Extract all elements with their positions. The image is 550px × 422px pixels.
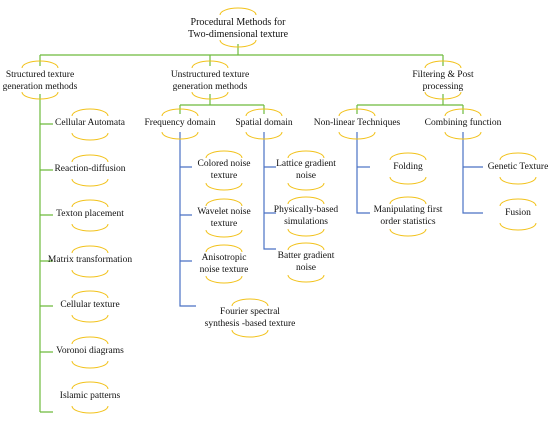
combining-spine <box>462 132 483 214</box>
unstructured-node: Unstructured texture generation methods <box>171 70 249 93</box>
leaf-line2: simulations <box>284 216 328 227</box>
arc <box>389 152 427 185</box>
arc <box>161 131 199 140</box>
spatial-domain-node: Spatial domain <box>235 118 293 128</box>
arc <box>424 60 462 69</box>
spatial-leaf: Physically-based simulations <box>274 205 338 228</box>
structured-leaf: Islamic patterns <box>59 391 121 401</box>
structured-leaf: Reaction-diffusion <box>54 164 126 174</box>
arc <box>71 381 109 414</box>
leaf-line2: noise <box>295 170 317 181</box>
structured-leaf: Matrix transformation <box>47 255 133 265</box>
arc <box>191 60 229 69</box>
unstructured-line1: Unstructured texture <box>170 70 250 80</box>
frequency-leaf: Anisotropic noise texture <box>200 253 249 276</box>
nonlinear-spine <box>356 132 370 214</box>
structured-line1: Structured texture <box>5 70 75 80</box>
arc <box>499 198 537 231</box>
leaf-line1: Physically-based <box>273 205 339 215</box>
arc <box>338 108 376 117</box>
leaf-line2: noise texture <box>199 264 249 275</box>
structured-node: Structured texture generation methods <box>3 70 78 93</box>
arc <box>245 131 283 140</box>
arc <box>205 150 243 191</box>
leaf-line1: Fourier spectral <box>220 307 280 317</box>
arc <box>71 290 109 323</box>
arc <box>444 131 482 140</box>
arc <box>71 336 109 369</box>
structured-line2: generation methods <box>2 81 78 92</box>
filtering-node: Filtering & Post processing <box>412 70 473 93</box>
arc <box>219 39 257 48</box>
arc <box>231 298 269 338</box>
structured-leaf: Cellular Automata <box>55 118 125 128</box>
leaf-line1: Manipulating first <box>373 205 443 215</box>
arc <box>338 131 376 140</box>
frequency-ticks <box>180 166 192 262</box>
structured-leaf: Voronoi diagrams <box>56 346 124 356</box>
arc <box>71 154 109 187</box>
arc <box>287 242 325 283</box>
arc <box>71 245 109 278</box>
leaf-line2: texture <box>210 218 238 229</box>
frequency-leaf: Wavelet noise texture <box>197 207 250 230</box>
arc <box>287 196 325 237</box>
leaf-line1: Colored noise <box>197 159 251 169</box>
leaf-line1: Anisotropic <box>201 253 247 263</box>
arc <box>205 244 243 284</box>
leaf-line2: order statistics <box>380 216 436 227</box>
arc <box>287 150 325 191</box>
nonlinear-leaf: Folding <box>393 162 423 174</box>
frequency-domain-node: Frequency domain <box>144 118 216 128</box>
root-line1: Procedural Methods for <box>190 17 286 28</box>
nonlinear-techniques-node: Non-linear Techniques <box>313 118 401 128</box>
structured-ticks <box>40 123 53 413</box>
filtering-line1: Filtering & Post <box>412 70 474 80</box>
leaf-line2: texture <box>210 170 238 181</box>
spatial-ticks <box>264 166 276 214</box>
unstructured-sub-ticks <box>179 105 265 114</box>
combining-leaf: Genetic Texture <box>487 162 549 172</box>
arc <box>21 91 59 100</box>
root-node: Procedural Methods for Two-dimensional t… <box>188 17 288 41</box>
blue-connectors <box>179 132 483 307</box>
spatial-spine <box>263 132 276 250</box>
filtering-line2: processing <box>422 81 464 92</box>
leaf-line1: Lattice gradient <box>276 159 336 169</box>
arc <box>191 91 229 100</box>
spatial-leaf: Batter gradient noise <box>278 251 335 274</box>
frequency-leaf: Fourier spectral synthesis -based textur… <box>205 307 296 330</box>
spatial-leaf: Lattice gradient noise <box>276 159 336 182</box>
leaf-line1: Batter gradient <box>277 251 335 261</box>
yellow-arcs <box>21 7 537 414</box>
arc <box>205 198 243 238</box>
leaf-line1: Folding <box>393 162 423 172</box>
combining-function-node: Combining function <box>424 118 502 128</box>
unstructured-line2: generation methods <box>172 81 248 92</box>
root-line2: Two-dimensional texture <box>187 29 289 40</box>
arc <box>424 91 462 100</box>
leaf-line1: Wavelet noise <box>197 207 251 217</box>
green-connectors <box>39 44 464 413</box>
arc <box>444 108 482 117</box>
arc <box>499 152 537 185</box>
structured-leaf: Texton placement <box>56 209 124 219</box>
leaf-line2: synthesis -based texture <box>204 318 296 329</box>
frequency-spine <box>179 132 196 307</box>
arc <box>71 108 109 141</box>
leaf-line2: noise <box>295 262 317 273</box>
arc <box>21 60 59 69</box>
combining-leaf: Fusion <box>505 208 531 218</box>
arc <box>161 108 199 117</box>
arc <box>71 199 109 232</box>
arc <box>219 7 257 16</box>
nonlinear-leaf: Manipulating first order statistics <box>374 205 443 228</box>
arc <box>245 108 283 117</box>
structured-leaf: Cellular texture <box>60 300 120 310</box>
frequency-leaf: Colored noise texture <box>197 159 250 182</box>
arc <box>389 196 427 237</box>
